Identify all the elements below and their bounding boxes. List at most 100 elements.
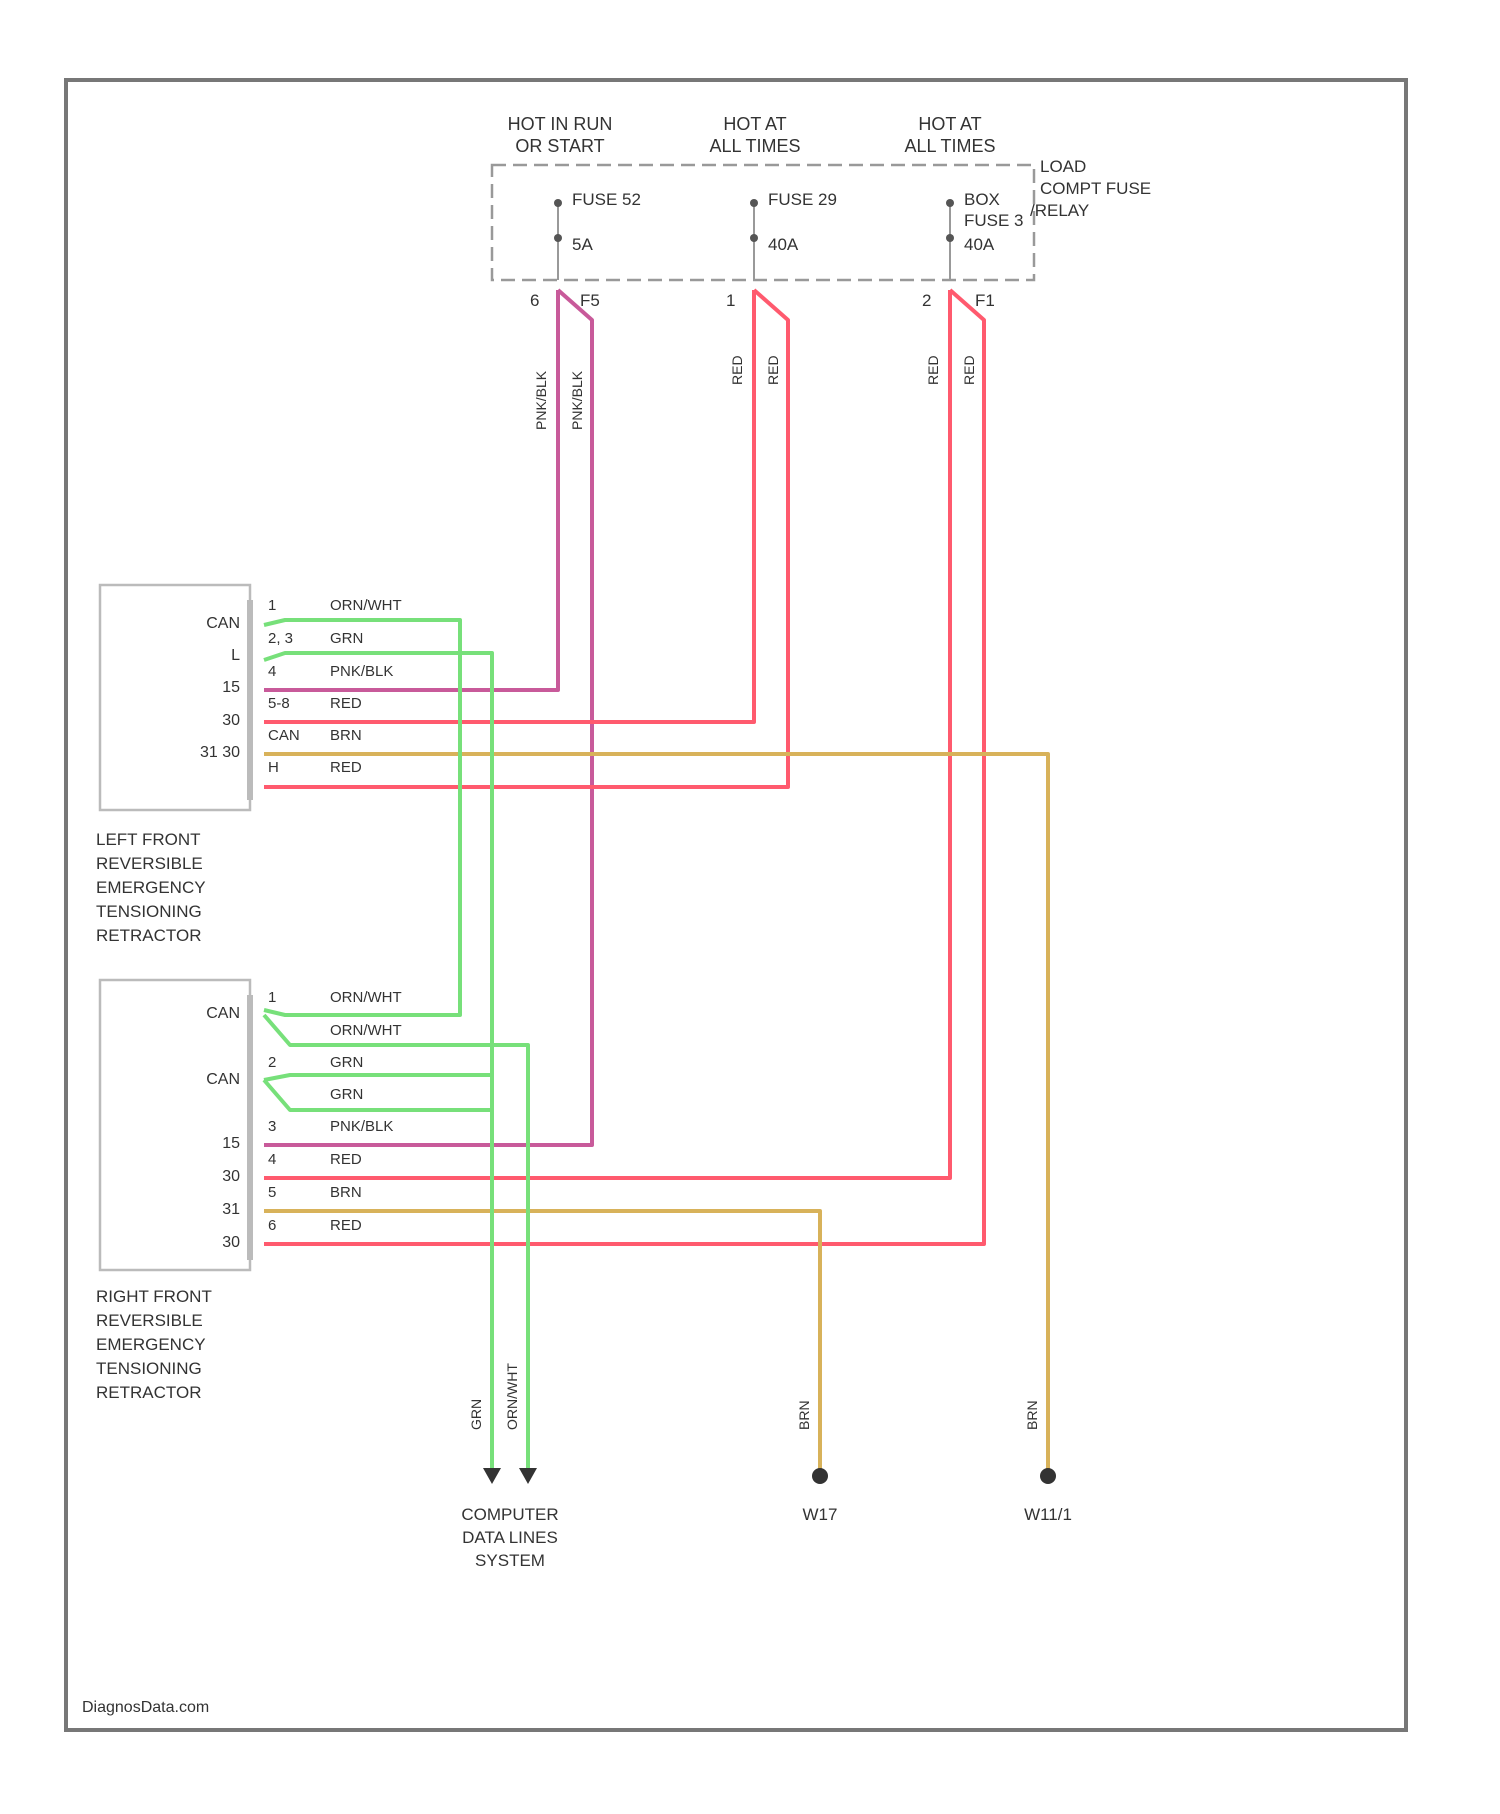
pin-number: 6 xyxy=(268,1217,276,1234)
wire-color-label: PNK/BLK xyxy=(330,1118,393,1135)
wire-label-vertical: RED xyxy=(729,355,745,385)
component-name-line: TENSIONING xyxy=(96,1359,202,1378)
fuse-box-label-line: COMPT FUSE xyxy=(1040,179,1151,198)
wire-grn-right-b xyxy=(264,1080,492,1110)
component-name-line: RIGHT FRONT xyxy=(96,1287,212,1306)
wire-label-vertical: BRN xyxy=(1024,1400,1040,1430)
wire-color-label: ORN/WHT xyxy=(330,597,402,614)
component-name-line: EMERGENCY xyxy=(96,1335,206,1354)
box-fuse-3: BOX FUSE 3 40A xyxy=(946,190,1024,280)
wire-color-label: RED xyxy=(330,759,362,776)
wire-color-label: RED xyxy=(330,1151,362,1168)
wire-red-left-30 xyxy=(264,290,754,722)
ground-label: W17 xyxy=(803,1505,838,1524)
diagram-frame xyxy=(66,80,1406,1730)
pin-number: 3 xyxy=(268,1118,276,1135)
watermark: DiagnosData.com xyxy=(82,1699,209,1716)
wire-label-vertical: RED xyxy=(765,355,781,385)
component-name-line: EMERGENCY xyxy=(96,878,206,897)
wire-grn-right-a xyxy=(264,1075,492,1080)
component-name-line: RETRACTOR xyxy=(96,926,201,945)
fuse-box-label-line: /RELAY xyxy=(1030,201,1089,220)
termination-label: COMPUTER xyxy=(461,1505,558,1524)
pin-number: 2, 3 xyxy=(268,630,293,647)
wire-label-vertical: BRN xyxy=(796,1400,812,1430)
power-header-run-start: HOT IN RUN OR START xyxy=(508,114,613,156)
power-header-line: ALL TIMES xyxy=(904,136,995,156)
pin-function: 31 xyxy=(222,1201,240,1218)
terminal-label: 2 xyxy=(922,291,931,310)
pin-number: 4 xyxy=(268,663,276,680)
power-header-all-times-1: HOT AT ALL TIMES xyxy=(709,114,800,156)
pin-function: CAN xyxy=(206,1005,240,1022)
pin-number: 4 xyxy=(268,1151,276,1168)
ground-label: W11/1 xyxy=(1024,1505,1072,1524)
pin-number: CAN xyxy=(268,727,300,744)
pin-function: L xyxy=(231,647,240,664)
wire-color-label: BRN xyxy=(330,727,362,744)
pin-function: CAN xyxy=(206,1071,240,1088)
fuse-relay-box xyxy=(492,165,1034,280)
ground-w17: W17 xyxy=(803,1468,838,1524)
wire-label-vertical: PNK/BLK xyxy=(569,370,585,430)
fuse-box-label-line: LOAD xyxy=(1040,157,1086,176)
wire-red-right-30b xyxy=(264,290,984,1244)
wire-color-label: ORN/WHT xyxy=(330,989,402,1006)
terminal-label: F5 xyxy=(580,291,600,310)
computer-data-lines-connector: COMPUTER DATA LINES SYSTEM xyxy=(461,1468,558,1570)
pin-function: 15 xyxy=(222,1135,240,1152)
pin-function: 30 xyxy=(222,1168,240,1185)
wire-color-label: PNK/BLK xyxy=(330,663,393,680)
wire-label-vertical: RED xyxy=(961,355,977,385)
power-header-line: HOT IN RUN xyxy=(508,114,613,134)
wire-grn-left xyxy=(264,653,492,1478)
pin-number: 1 xyxy=(268,597,276,614)
fuse-name: BOX xyxy=(964,190,1000,209)
terminal-label: F1 xyxy=(975,291,995,310)
wire-label-vertical: ORN/WHT xyxy=(504,1363,520,1430)
pin-function: 31 30 xyxy=(200,744,240,761)
component-name-line: LEFT FRONT xyxy=(96,830,201,849)
fuse-rating: 40A xyxy=(768,235,799,254)
fuse-name: FUSE 29 xyxy=(768,190,837,209)
component-name-line: REVERSIBLE xyxy=(96,1311,203,1330)
terminal-label: 6 xyxy=(530,291,539,310)
termination-label: SYSTEM xyxy=(475,1551,545,1570)
wire-color-label: GRN xyxy=(330,630,363,647)
pin-function: 30 xyxy=(222,1234,240,1251)
fuse-name: FUSE 3 xyxy=(964,211,1024,230)
power-header-line: HOT AT xyxy=(918,114,981,134)
fuse-29: FUSE 29 40A xyxy=(750,190,837,280)
termination-label: DATA LINES xyxy=(462,1528,558,1547)
fuse-box-label: LOAD COMPT FUSE /RELAY xyxy=(1030,157,1151,220)
fuse-rating: 5A xyxy=(572,235,593,254)
wire-color-label: GRN xyxy=(330,1086,363,1103)
wire-color-label: RED xyxy=(330,1217,362,1234)
pin-function: CAN xyxy=(206,615,240,632)
wire-brn-right xyxy=(264,1211,820,1475)
fuse-name: FUSE 52 xyxy=(572,190,641,209)
wire-orn-wht-right xyxy=(264,1015,528,1478)
pin-number: 5 xyxy=(268,1184,276,1201)
wire-label-vertical: GRN xyxy=(468,1399,484,1430)
wire-label-vertical: RED xyxy=(925,355,941,385)
power-header-line: ALL TIMES xyxy=(709,136,800,156)
wire-red-left-h xyxy=(264,290,788,787)
power-header-line: OR START xyxy=(515,136,604,156)
left-front-retractor: CAN L 15 30 31 30 1 2, 3 4 5-8 CAN H ORN… xyxy=(96,585,402,945)
pin-function: 30 xyxy=(222,712,240,729)
fuse-52: FUSE 52 5A xyxy=(554,190,641,280)
wire-color-label: BRN xyxy=(330,1184,362,1201)
wire-color-label: ORN/WHT xyxy=(330,1022,402,1039)
wire-label-vertical: PNK/BLK xyxy=(533,370,549,430)
terminal-label: 1 xyxy=(726,291,735,310)
pin-number: 2 xyxy=(268,1054,276,1071)
pin-number: 5-8 xyxy=(268,695,290,712)
power-header-all-times-2: HOT AT ALL TIMES xyxy=(904,114,995,156)
component-name-line: TENSIONING xyxy=(96,902,202,921)
pin-number: H xyxy=(268,759,279,776)
pin-number: 1 xyxy=(268,989,276,1006)
wire-color-label: GRN xyxy=(330,1054,363,1071)
wire-color-label: RED xyxy=(330,695,362,712)
